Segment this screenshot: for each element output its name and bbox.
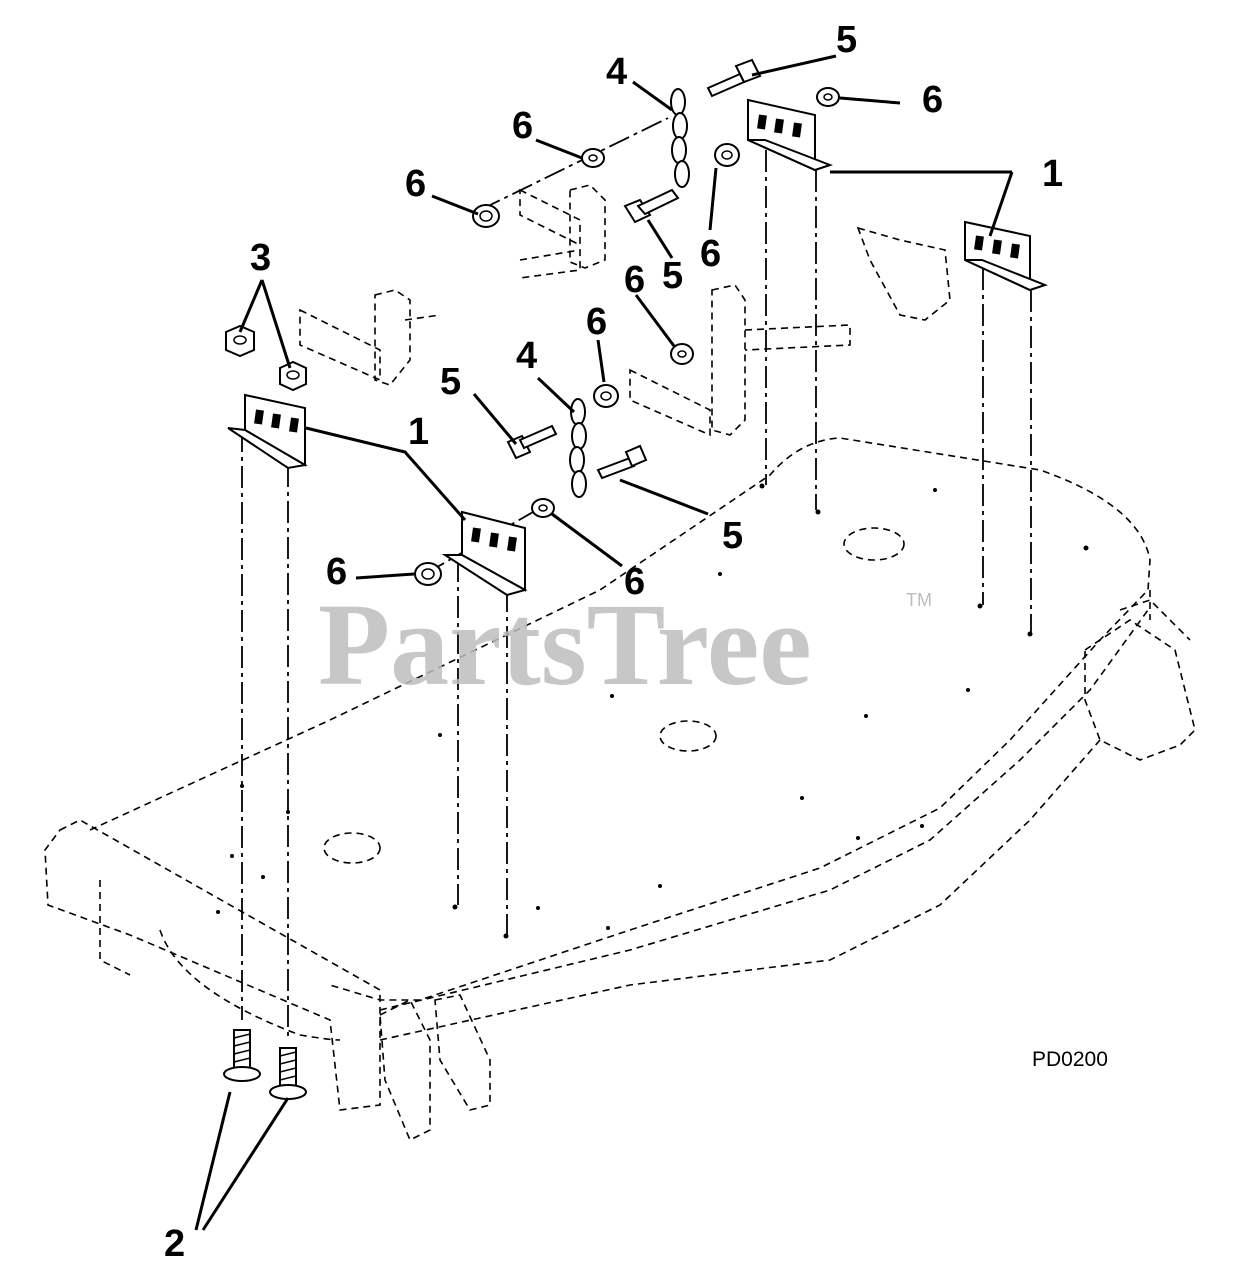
deck-bracket-left-rear <box>227 393 308 470</box>
watermark-text: PartsTree <box>318 579 812 710</box>
callout-leaders <box>194 54 1014 1231</box>
deck-bracket-right-front <box>964 220 1048 292</box>
washer-upper-right <box>816 87 840 107</box>
deck-hanger-mounts <box>299 184 951 437</box>
washer-lower-left <box>531 498 555 518</box>
mower-deck <box>44 437 1196 1142</box>
hex-nut-right <box>279 360 307 392</box>
deck-bracket-right-rear <box>747 98 833 172</box>
callout-6-mid: 6 <box>586 301 607 343</box>
callout-6-center: 6 <box>624 259 645 301</box>
callout-5-top: 5 <box>836 19 857 61</box>
watermark-trademark: TM <box>906 590 932 610</box>
flange-nut-lower-left <box>414 562 442 586</box>
carriage-bolt-left <box>223 1029 261 1082</box>
assembly-center-lines <box>241 117 1032 1040</box>
carriage-bolt-right <box>269 1047 307 1100</box>
callout-1-left: 1 <box>408 411 429 453</box>
hex-nut-left <box>225 324 255 358</box>
callout-5-left: 5 <box>440 361 461 403</box>
hex-bolt-upper-1 <box>706 58 762 98</box>
callout-1-right: 1 <box>1042 153 1063 195</box>
callout-2: 2 <box>164 1223 185 1265</box>
callout-5-lower-right: 5 <box>722 515 743 557</box>
chain-lower <box>569 398 587 498</box>
hex-bolt-lower-2 <box>596 444 648 480</box>
callout-4-upper: 4 <box>606 51 627 93</box>
callout-3: 3 <box>250 237 271 279</box>
callout-5-upper-center: 5 <box>662 255 683 297</box>
washer-upper-left <box>581 148 605 168</box>
callout-4-lower: 4 <box>516 335 537 377</box>
drawing-code: PD0200 <box>1032 1048 1108 1071</box>
deck-bracket-left-front <box>441 510 528 597</box>
callout-labels: 1 1 2 3 4 4 5 5 5 5 6 6 6 6 6 6 6 6 <box>164 19 1063 1265</box>
callout-6-far-left: 6 <box>405 163 426 205</box>
hex-bolt-upper-2 <box>623 188 680 224</box>
washer-lower-right <box>670 343 694 365</box>
flange-nut-upper-center <box>714 143 740 167</box>
callout-6-lower-right: 6 <box>624 561 645 603</box>
callout-6-upper-center: 6 <box>700 233 721 275</box>
callout-6-top-right: 6 <box>922 79 943 121</box>
chain-upper <box>670 88 690 188</box>
callout-6-lower-left: 6 <box>326 551 347 593</box>
flange-nut-upper-left <box>472 204 500 228</box>
flange-nut-lower-center <box>593 384 619 408</box>
callout-6-upper-left: 6 <box>512 105 533 147</box>
